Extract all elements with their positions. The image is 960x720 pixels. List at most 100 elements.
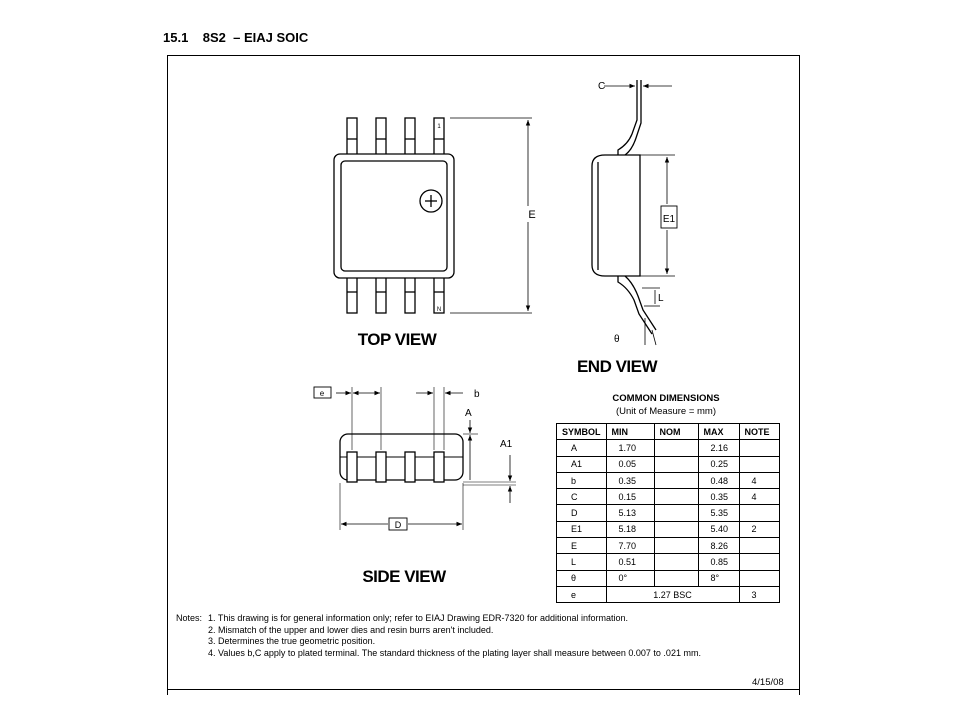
dimensions-caption: COMMON DIMENSIONS (Unit of Measure = mm) bbox=[556, 392, 776, 418]
column-header: SYMBOL bbox=[556, 422, 607, 441]
max-cell: 2.16 bbox=[697, 439, 740, 457]
symbol-cell: θ bbox=[556, 569, 607, 587]
nom-cell bbox=[653, 553, 699, 571]
max-cell: 0.48 bbox=[697, 471, 740, 490]
table-row: C 0.15 0.35 4 bbox=[556, 488, 780, 506]
notes-block: Notes: 1. This drawing is for general in… bbox=[176, 613, 701, 659]
note-cell bbox=[738, 569, 780, 587]
max-cell: 0.25 bbox=[697, 455, 740, 473]
dim-a1-label: A1 bbox=[500, 439, 513, 450]
symbol-cell: E bbox=[556, 537, 607, 555]
dimensions-title: COMMON DIMENSIONS bbox=[612, 393, 720, 404]
symbol-cell: L bbox=[556, 553, 607, 571]
symbol-cell: e bbox=[556, 585, 607, 604]
top-view bbox=[333, 117, 532, 314]
max-cell: 8.26 bbox=[697, 537, 740, 555]
symbol-cell: C bbox=[556, 488, 607, 506]
dim-theta-label: θ bbox=[614, 334, 620, 345]
table-row: b 0.35 0.48 4 bbox=[556, 471, 780, 490]
top-pin bbox=[375, 117, 387, 157]
min-cell: 0.51 bbox=[605, 553, 655, 571]
dimensions-subtitle: (Unit of Measure = mm) bbox=[615, 406, 717, 417]
pin1-marker bbox=[419, 189, 443, 213]
bottom-pin bbox=[404, 274, 416, 314]
frame-bottom-rule bbox=[167, 689, 800, 690]
pin-n-label: N bbox=[437, 307, 441, 313]
note-cell: 4 bbox=[738, 488, 780, 506]
dim-e-label: E bbox=[528, 209, 535, 221]
dimensions-table: SYMBOL MIN NOM MAX NOTE A 1.70 2.16 A1 0… bbox=[556, 422, 780, 604]
package-body-top bbox=[333, 153, 455, 279]
dim-l-label: L bbox=[658, 293, 664, 304]
note-cell bbox=[738, 455, 780, 473]
note-cell: 4 bbox=[738, 471, 780, 490]
note-cell bbox=[738, 553, 780, 571]
column-header: NOTE bbox=[738, 422, 780, 441]
table-row: A 1.70 2.16 bbox=[556, 439, 780, 457]
nom-cell bbox=[653, 504, 699, 522]
note-cell bbox=[738, 537, 780, 555]
note-item: 4. Values b,C apply to plated terminal. … bbox=[208, 647, 701, 658]
bottom-pin bbox=[375, 274, 387, 314]
nom-cell bbox=[653, 455, 699, 473]
note-cell: 3 bbox=[738, 585, 780, 604]
note-item: 3. Determines the true geometric positio… bbox=[208, 636, 376, 646]
min-cell: 5.18 bbox=[605, 520, 655, 539]
nom-cell bbox=[653, 439, 699, 457]
symbol-cell: A bbox=[556, 439, 607, 457]
side-lead bbox=[375, 451, 387, 483]
dim-d-label: D bbox=[395, 520, 402, 530]
side-lead bbox=[346, 451, 358, 483]
symbol-cell: E1 bbox=[556, 520, 607, 539]
side-view bbox=[313, 386, 516, 531]
package-body-end bbox=[591, 154, 641, 277]
symbol-cell: A1 bbox=[556, 455, 607, 473]
column-header: MAX bbox=[697, 422, 740, 441]
nom-cell bbox=[653, 471, 699, 490]
notes-label: Notes: bbox=[176, 613, 203, 623]
table-row: A1 0.05 0.25 bbox=[556, 455, 780, 473]
table-row: θ 0° 8° bbox=[556, 569, 780, 587]
e1-box bbox=[660, 205, 678, 229]
dim-e-pitch-label: e bbox=[320, 389, 325, 398]
max-cell: 5.35 bbox=[697, 504, 740, 522]
min-cell: 0° bbox=[605, 569, 655, 587]
pin-1-label: 1 bbox=[437, 124, 441, 130]
symbol-cell: b bbox=[556, 471, 607, 490]
drawing-frame bbox=[167, 55, 800, 695]
min-cell: 1.70 bbox=[605, 439, 655, 457]
nom-cell bbox=[653, 537, 699, 555]
bsc-cell: 1.27 BSC bbox=[605, 585, 740, 604]
revision-date: 4/15/08 bbox=[752, 677, 784, 688]
note-item: 1. This drawing is for general informati… bbox=[208, 613, 629, 623]
max-cell: 8° bbox=[697, 569, 740, 587]
min-cell: 0.05 bbox=[605, 455, 655, 473]
dim-c-label: C bbox=[598, 81, 605, 92]
end-view bbox=[591, 80, 678, 346]
side-view-title: SIDE VIEW bbox=[362, 567, 447, 586]
top-pin bbox=[346, 117, 358, 157]
min-cell: 5.13 bbox=[605, 504, 655, 522]
bottom-pin bbox=[346, 274, 358, 314]
table-row: D 5.13 5.35 bbox=[556, 504, 780, 522]
max-cell: 0.35 bbox=[697, 488, 740, 506]
dim-a-label: A bbox=[465, 408, 472, 419]
column-header: MIN bbox=[605, 422, 655, 441]
dim-b-label: b bbox=[474, 389, 480, 400]
top-pin bbox=[404, 117, 416, 157]
max-cell: 0.85 bbox=[697, 553, 740, 571]
nom-cell bbox=[653, 488, 699, 506]
note-cell: 2 bbox=[738, 520, 780, 539]
note-cell bbox=[738, 439, 780, 457]
min-cell: 0.35 bbox=[605, 471, 655, 490]
e-box bbox=[313, 386, 332, 399]
d-box bbox=[388, 517, 408, 531]
page-heading: 15.1 8S2 – EIAJ SOIC bbox=[163, 30, 309, 45]
symbol-cell: D bbox=[556, 504, 607, 522]
end-view-title: END VIEW bbox=[577, 357, 659, 376]
side-lead bbox=[404, 451, 416, 483]
table-row: L 0.51 0.85 bbox=[556, 553, 780, 571]
nom-cell bbox=[653, 520, 699, 539]
table-header-row: SYMBOL MIN NOM MAX NOTE bbox=[556, 422, 780, 441]
